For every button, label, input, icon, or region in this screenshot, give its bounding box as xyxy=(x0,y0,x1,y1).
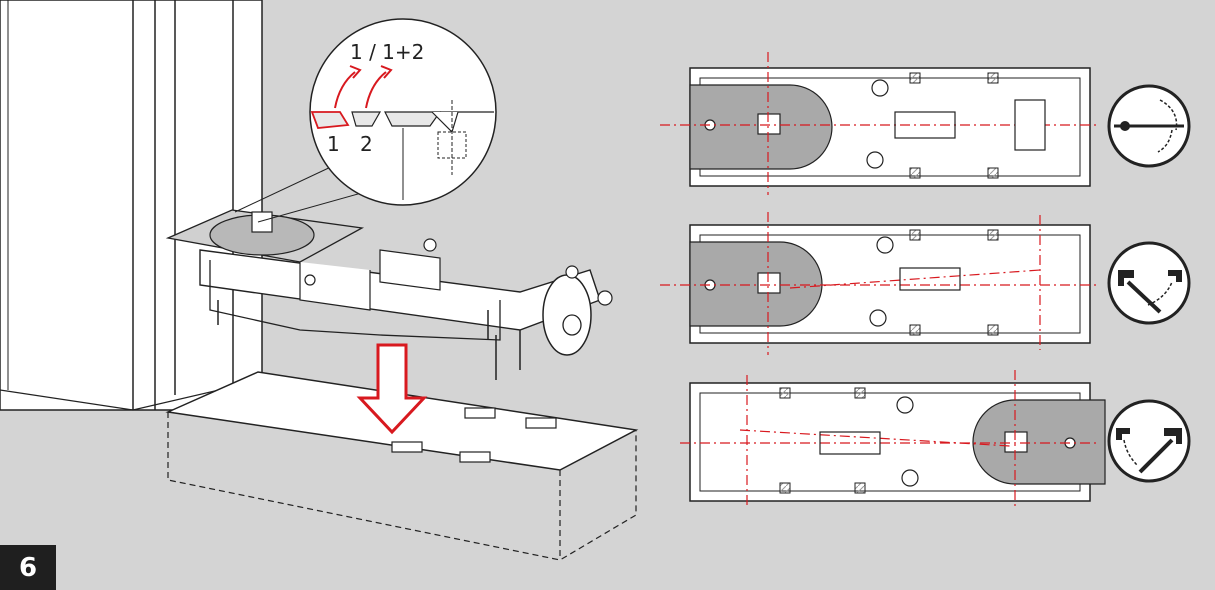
callout-label-1: 1 xyxy=(327,132,340,156)
top-view-offset-right xyxy=(680,370,1106,510)
top-view-center-pivot xyxy=(660,52,1100,195)
offset-right-icon xyxy=(1107,399,1191,483)
callout-top-label: 1 / 1+2 xyxy=(350,40,425,64)
insert-down-arrow xyxy=(356,343,428,435)
floor-spring-unit xyxy=(165,209,613,380)
top-view-offset-left xyxy=(660,212,1100,355)
center-pivot-icon xyxy=(1107,84,1191,168)
offset-left-icon xyxy=(1107,241,1191,325)
callout-label-2: 2 xyxy=(360,132,373,156)
door-frame xyxy=(0,0,263,411)
step-number-badge: 6 xyxy=(0,545,56,590)
detail-callout-circle xyxy=(309,18,497,206)
